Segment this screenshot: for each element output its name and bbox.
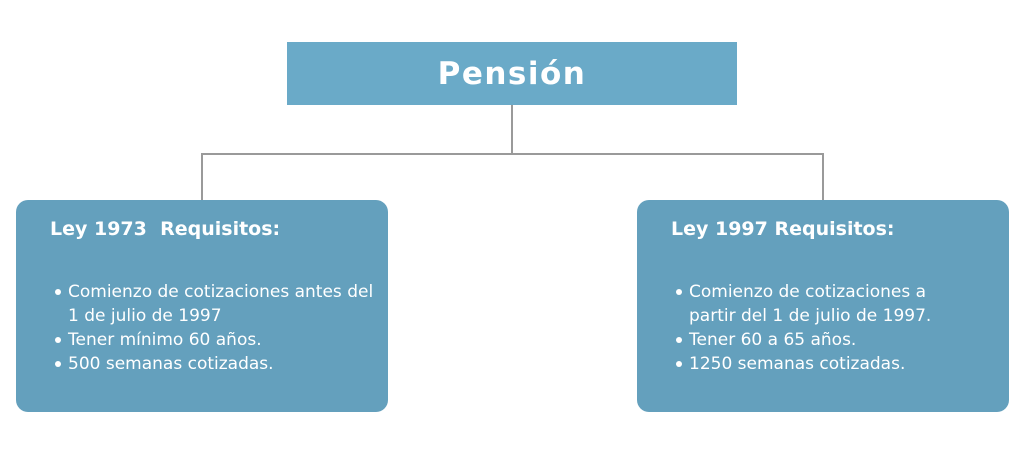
connector-left-vertical (201, 153, 203, 200)
requirements-list: Comienzo de cotizaciones a partir del 1 … (673, 280, 963, 376)
root-node-label: Pensión (437, 55, 587, 92)
requirement-item: 500 semanas cotizadas. (52, 352, 377, 376)
branch-title: Ley 1973 Requisitos: (50, 218, 281, 240)
connector-horizontal (201, 153, 824, 155)
requirement-item: Comienzo de cotizaciones antes del 1 de … (52, 280, 377, 328)
requirement-item: 1250 semanas cotizadas. (673, 352, 963, 376)
requirement-item: Tener 60 a 65 años. (673, 328, 963, 352)
requirements-list: Comienzo de cotizaciones antes del 1 de … (52, 280, 377, 376)
root-node-pension: Pensión (287, 42, 737, 105)
branch-card-ley-1973: Ley 1973 Requisitos: Comienzo de cotizac… (16, 200, 388, 412)
branch-card-ley-1997: Ley 1997 Requisitos: Comienzo de cotizac… (637, 200, 1009, 412)
connector-right-vertical (822, 153, 824, 200)
requirement-item: Tener mínimo 60 años. (52, 328, 377, 352)
connector-root-vertical (511, 105, 513, 154)
requirement-item: Comienzo de cotizaciones a partir del 1 … (673, 280, 963, 328)
branch-title: Ley 1997 Requisitos: (671, 218, 895, 240)
